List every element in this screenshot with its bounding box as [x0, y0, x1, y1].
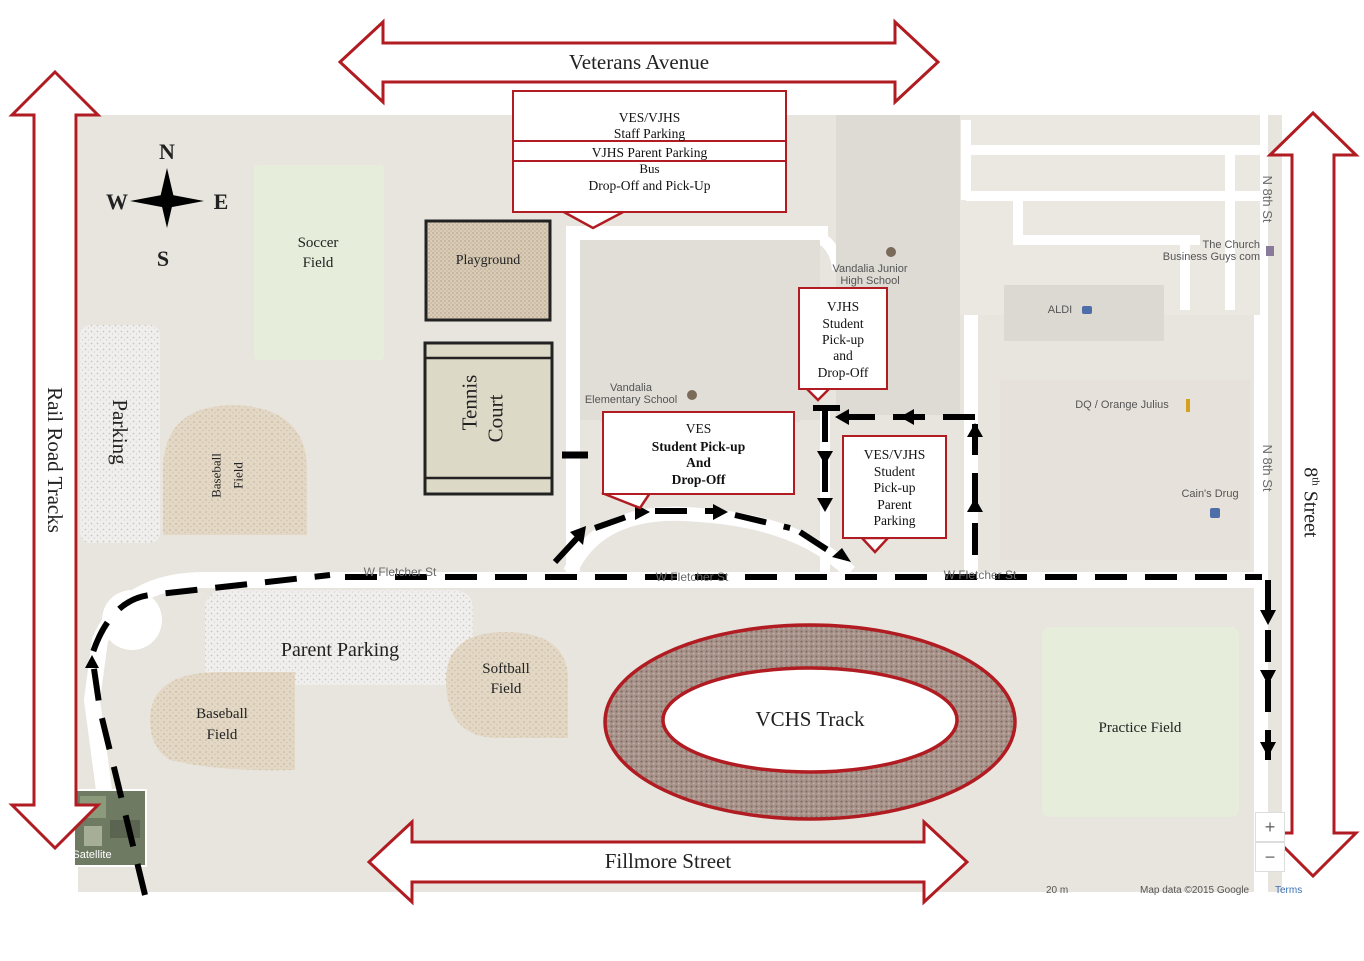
baseball-upper-area	[163, 405, 307, 535]
vjhs-map-label: Vandalia Junior High School	[810, 263, 930, 287]
ves-map-label-line2: Elementary School	[584, 394, 678, 406]
church-map-label-line1: The Church	[1202, 239, 1260, 251]
veterans-ave-label: Veterans Avenue	[568, 50, 710, 74]
callout-top: VES/VJHS Staff Parking VJHS Parent Parki…	[512, 90, 787, 213]
parent-parking-area	[205, 590, 473, 685]
softball-field-label-line1: Softball	[482, 661, 530, 677]
shop-pin-icon	[1082, 306, 1220, 518]
ves-building	[580, 240, 820, 420]
callout-vjhs-line4: and	[833, 348, 853, 363]
practice-field-label: Practice Field	[1098, 720, 1182, 736]
church-map-label: The Church Business Guys com	[1140, 239, 1260, 263]
callout-ves-line4: Drop-Off	[671, 472, 726, 487]
softball-field-label: Softball Field	[456, 659, 556, 699]
compass-e: E	[213, 189, 229, 214]
soccer-field-label-line1: Soccer	[297, 235, 339, 251]
callout-top-line4: Bus	[639, 161, 660, 176]
baseball-lower-area	[150, 672, 295, 771]
playground-label: Playground	[455, 253, 521, 268]
callout-ves-line2: Student Pick-up	[651, 439, 746, 454]
route-arrow-icons	[85, 409, 1276, 757]
vjhs-map-label-line1: Vandalia Junior	[832, 263, 908, 275]
compass-rose-icon	[130, 168, 204, 228]
parking-label: Parking	[108, 399, 132, 465]
baseball-upper-label-line1: Baseball	[208, 453, 224, 498]
compass-s: S	[156, 246, 170, 271]
callout-vjhs-line2: Student	[822, 316, 864, 331]
railroad-label: Rail Road Tracks	[43, 387, 67, 533]
zoom-out-button[interactable]: −	[1255, 842, 1285, 872]
vjhs-map-label-line2: High School	[840, 275, 900, 287]
fillmore-st-arrow	[366, 818, 970, 906]
tennis-court-label-line1: Tennis	[457, 374, 482, 431]
8th-street-label: 8th Street	[1299, 412, 1328, 592]
8th-street-label-number: 8	[1299, 467, 1322, 478]
callout-parent-line5: Parking	[873, 513, 916, 528]
callout-ves-line1: VES	[685, 421, 712, 436]
tennis-court-area	[423, 341, 554, 496]
callout-vjhs-line3: Pick-up	[822, 332, 864, 347]
callout-parent-line2: Student	[873, 464, 916, 479]
callout-top-line3: VJHS Parent Parking	[591, 145, 708, 160]
w-fletcher-label-3: W Fletcher St	[943, 568, 1017, 582]
church-pin-icon	[1266, 246, 1274, 256]
soccer-field-area	[254, 165, 384, 360]
8th-street-arrow	[1266, 110, 1360, 879]
compass-w: W	[106, 189, 128, 214]
baseball-lower-label: Baseball Field	[172, 704, 272, 746]
callout-vjhs-line1: VJHS	[826, 299, 860, 314]
callout-parent: VES/VJHS Student Pick-up Parent Parking	[842, 435, 947, 539]
softball-field-label-line2: Field	[490, 681, 522, 697]
callout-ves: VES Student Pick-up And Drop-Off	[602, 411, 795, 495]
route-path	[88, 410, 1271, 896]
playground-area	[424, 219, 552, 322]
cains-map-label: Cain's Drug	[1181, 488, 1239, 500]
callout-parent-line3: Pick-up	[873, 480, 916, 495]
n8th-label-top: N 8th St	[1260, 175, 1275, 223]
practice-field-area	[1042, 627, 1239, 817]
parent-parking-label: Parent Parking	[280, 639, 400, 661]
track-label: VCHS Track	[755, 707, 865, 731]
callout-top-line5: Drop-Off and Pick-Up	[588, 178, 711, 193]
callout-parent-line1: VES/VJHS	[863, 447, 926, 462]
terms-link[interactable]: Terms	[1275, 885, 1303, 896]
food-pin-icon	[1186, 399, 1190, 412]
parking-west-area	[80, 325, 160, 543]
callout-parent-line4: Parent	[877, 497, 912, 512]
map-scale: 20 m	[1046, 885, 1069, 896]
callout-vjhs-line5: Drop-Off	[817, 365, 869, 380]
callout-top-line1: VES/VJHS	[618, 110, 681, 125]
callout-ves-line3: And	[686, 455, 711, 470]
ves-map-label-line1: Vandalia	[610, 382, 652, 394]
church-map-label-line2: Business Guys com	[1162, 251, 1260, 263]
callout-vjhs: VJHS Student Pick-up and Drop-Off	[798, 287, 888, 390]
dq-map-label: DQ / Orange Julius	[1075, 399, 1169, 411]
fillmore-st-label: Fillmore Street	[604, 849, 732, 873]
compass-n: N	[159, 139, 175, 164]
ves-map-label: Vandalia Elementary School	[566, 382, 696, 406]
zoom-in-button[interactable]: +	[1255, 812, 1285, 842]
8th-street-label-rest: Street	[1299, 485, 1322, 538]
soccer-field-label-line2: Field	[302, 255, 334, 271]
w-fletcher-label-1: W Fletcher St	[363, 565, 437, 579]
tennis-court-label-line2: Court	[483, 394, 508, 443]
callout-top-line2: Staff Parking	[613, 126, 686, 141]
baseball-lower-label-line2: Field	[206, 727, 238, 743]
baseball-lower-label-line1: Baseball	[196, 706, 248, 722]
satellite-button[interactable]: Satellite	[72, 849, 112, 861]
map-attribution: Map data ©2015 Google	[1140, 885, 1250, 896]
softball-area	[446, 632, 568, 738]
w-fletcher-label-2: W Fletcher St	[655, 570, 729, 584]
railroad-arrow	[8, 69, 102, 851]
school-pin-icon	[687, 247, 896, 400]
veterans-ave-arrow	[337, 18, 941, 106]
soccer-field-label: Soccer Field	[268, 233, 368, 273]
aldi-map-label: ALDI	[1047, 304, 1073, 316]
baseball-upper-label-line2: Field	[230, 462, 246, 489]
n8th-label-mid: N 8th St	[1260, 444, 1275, 492]
